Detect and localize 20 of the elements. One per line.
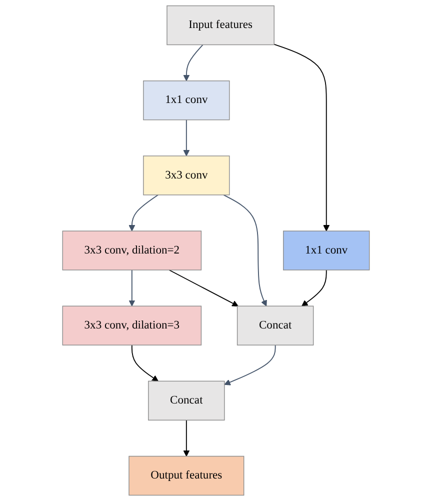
arrow [128, 194, 159, 232]
arrow [183, 119, 190, 156]
arrow [223, 194, 267, 306]
node-box: 3x3 conv, dilation=2 [62, 230, 202, 270]
arrow [183, 420, 190, 457]
arrow [224, 344, 276, 386]
arrow [128, 270, 136, 306]
node-box: 1x1 conv [143, 80, 230, 120]
node-box: 3x3 conv [143, 156, 230, 196]
node-box: Input features [166, 5, 274, 46]
arrow [131, 344, 158, 382]
arrow [274, 44, 330, 232]
arrow [302, 270, 327, 306]
node-box: Concat [148, 380, 225, 420]
node-box: 3x3 conv, dilation=3 [62, 306, 202, 346]
arrow [168, 270, 238, 306]
node-box: Concat [236, 306, 314, 346]
arrow [183, 44, 204, 82]
node-box: Output features [128, 456, 244, 496]
node-box: 1x1 conv [283, 230, 370, 270]
